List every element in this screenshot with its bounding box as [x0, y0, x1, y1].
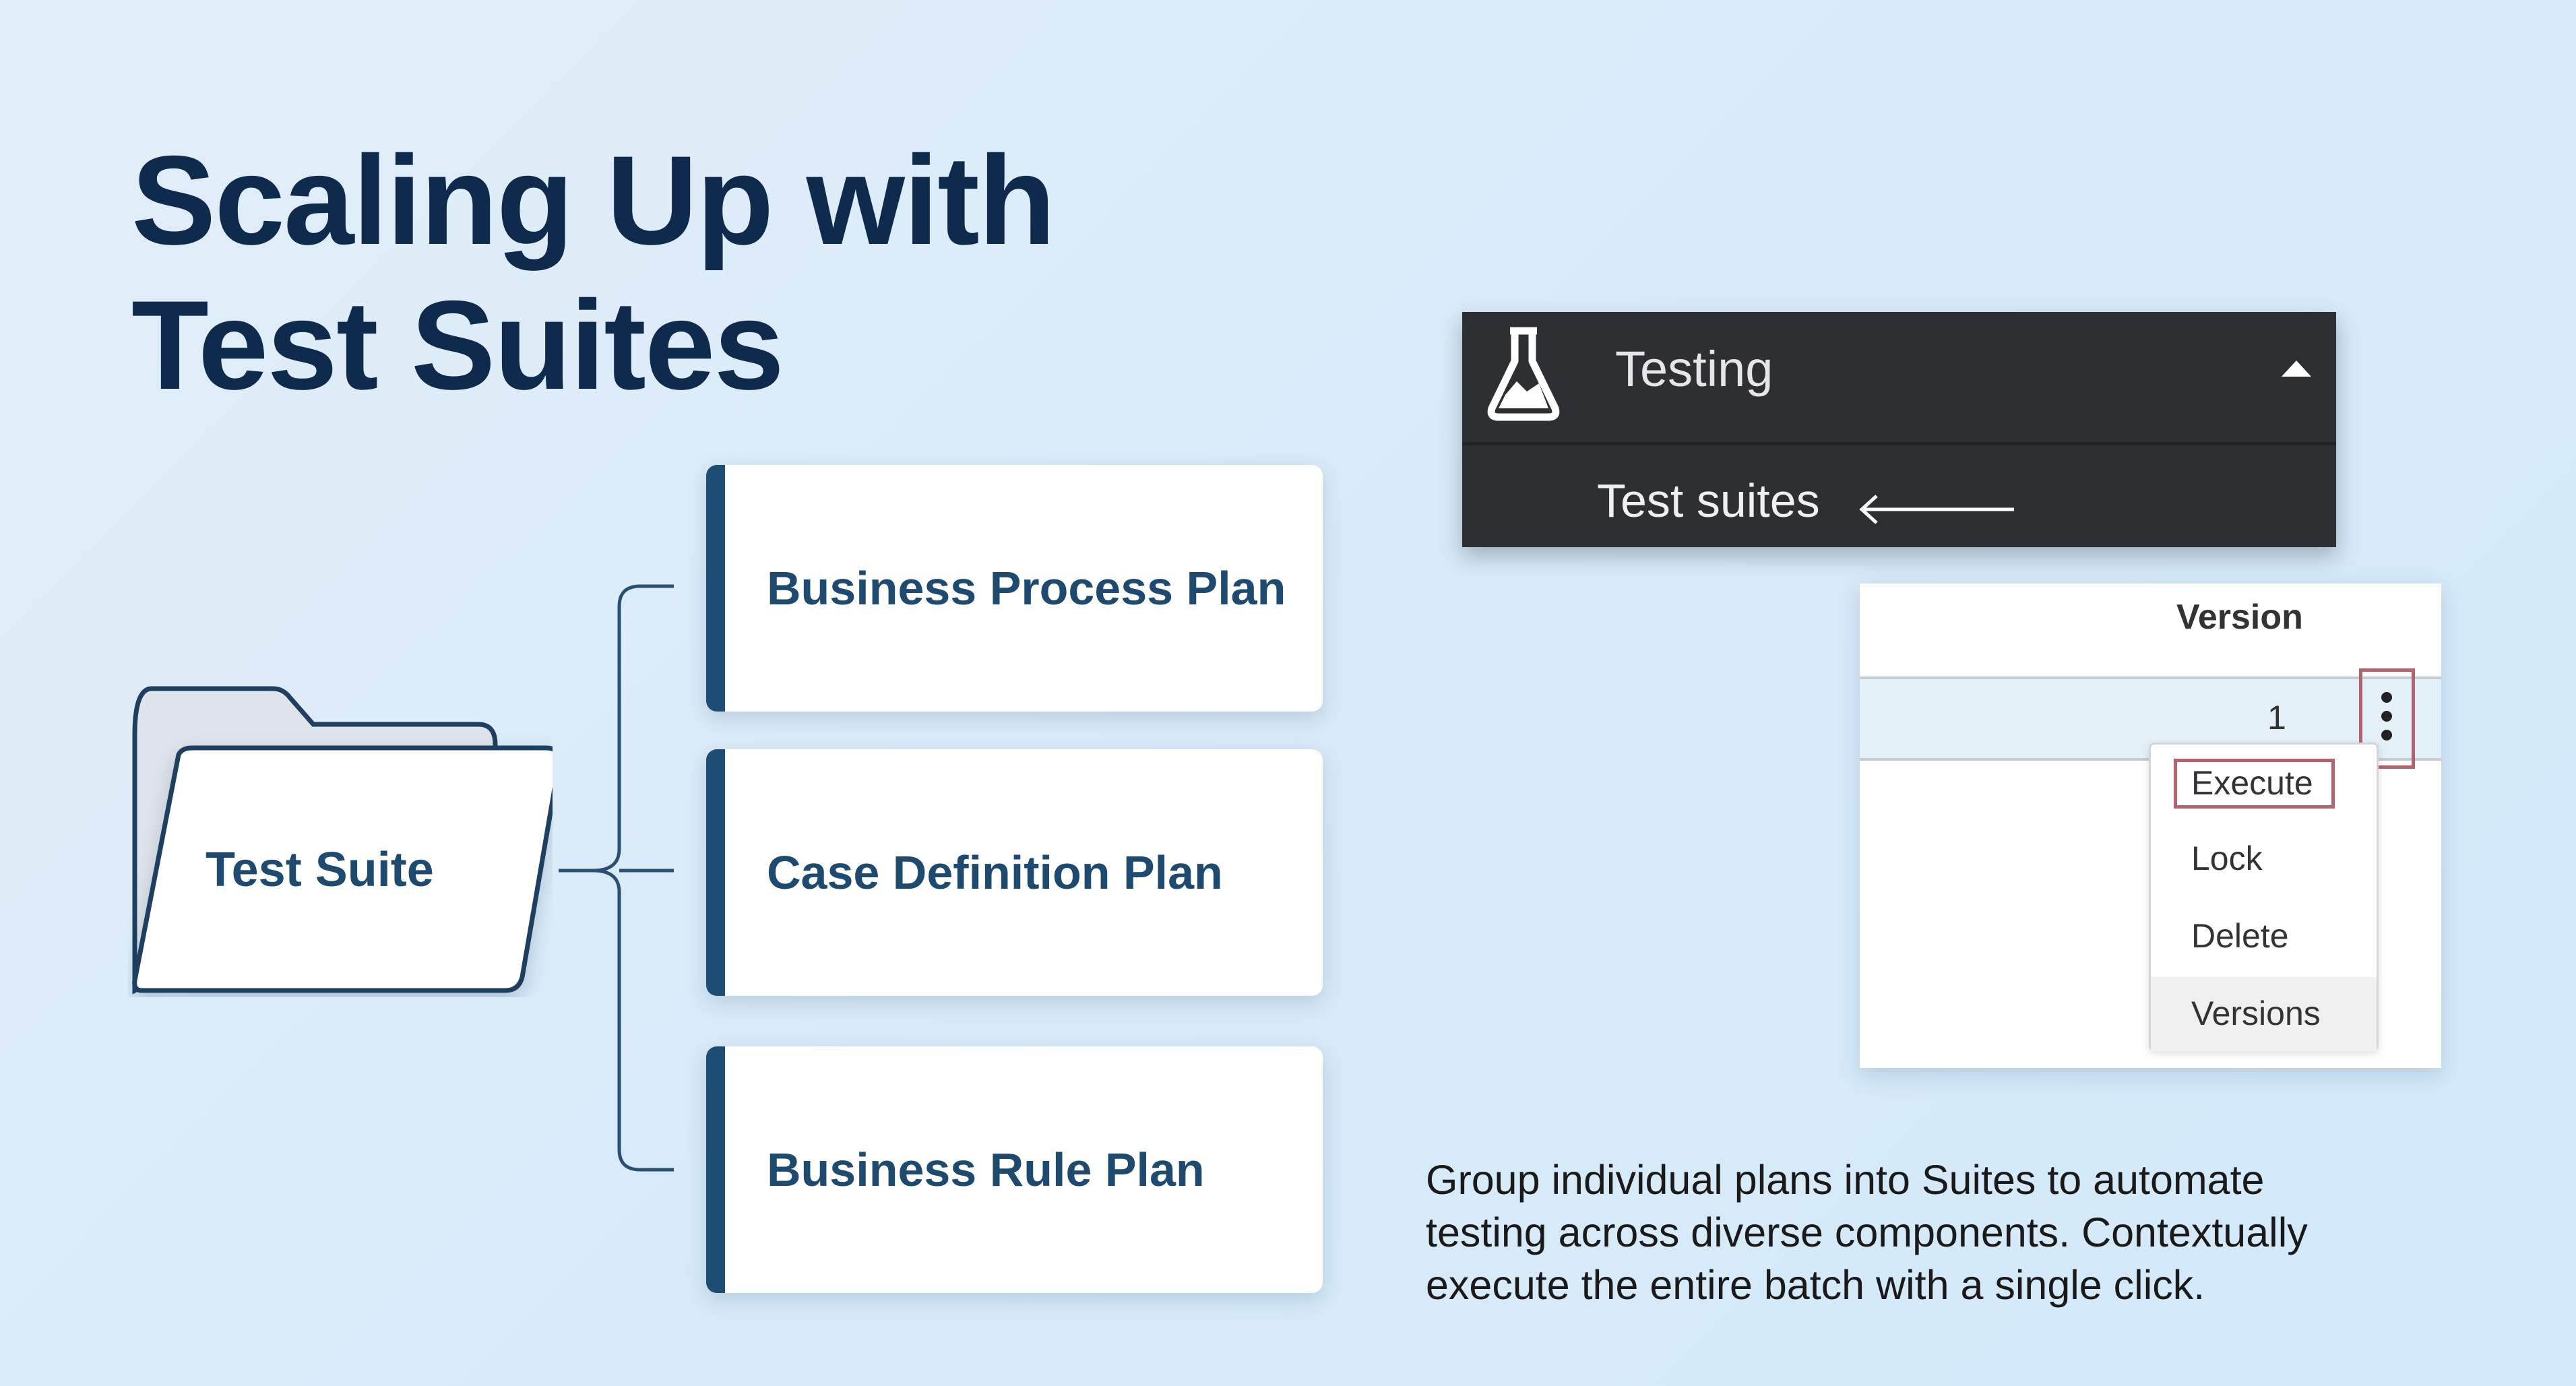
kebab-dot	[2381, 730, 2392, 741]
version-value: 1	[2267, 699, 2286, 736]
menu-item-versions[interactable]: Versions	[2191, 995, 2321, 1032]
plan-card-business-rule[interactable]: Business Rule Plan	[706, 1046, 1323, 1293]
context-menu: Execute Lock Delete Versions	[2149, 743, 2379, 1051]
description: Group individual plans into Suites to au…	[1426, 1154, 2504, 1311]
menu-item-execute[interactable]: Execute	[2191, 764, 2313, 802]
plan-label: Business Rule Plan	[767, 1143, 1205, 1196]
flask-icon	[1487, 327, 1560, 421]
menu-item-delete[interactable]: Delete	[2191, 917, 2289, 955]
column-header-version[interactable]: Version	[2176, 598, 2303, 637]
navigation-panel: Testing Test suites	[1462, 312, 2336, 547]
test-suite-label: Test Suite	[206, 843, 434, 897]
title-line-1: Scaling Up with	[131, 129, 1056, 271]
plan-label: Case Definition Plan	[767, 846, 1223, 899]
description-line: execute the entire batch with a single c…	[1426, 1262, 2205, 1308]
arrow-left-icon	[1859, 495, 2014, 524]
plan-card-case-definition[interactable]: Case Definition Plan	[706, 749, 1323, 996]
nav-section-testing[interactable]: Testing	[1615, 341, 1773, 397]
description-line: Group individual plans into Suites to au…	[1426, 1157, 2265, 1203]
kebab-dot	[2381, 711, 2392, 722]
execute-highlight	[2174, 759, 2335, 809]
nav-item-test-suites[interactable]: Test suites	[1597, 474, 1820, 527]
description-line: testing across diverse components. Conte…	[1426, 1209, 2308, 1255]
test-suite-table: Version 1 Execute Lock Delete Versions	[1860, 584, 2441, 1068]
menu-hover-bg	[2151, 977, 2377, 1051]
page-title: Scaling Up with Test Suites	[131, 128, 1056, 418]
more-options-button[interactable]	[2359, 668, 2415, 769]
kebab-dot	[2381, 692, 2392, 703]
divider	[1462, 442, 2336, 445]
collapse-caret-icon[interactable]	[2282, 360, 2311, 377]
folder-icon	[132, 686, 553, 995]
menu-item-lock[interactable]: Lock	[2191, 840, 2263, 877]
bracket-connector	[559, 584, 674, 1172]
plan-label: Business Process Plan	[767, 562, 1286, 615]
title-line-2: Test Suites	[131, 274, 784, 416]
plan-card-business-process[interactable]: Business Process Plan	[706, 465, 1323, 712]
